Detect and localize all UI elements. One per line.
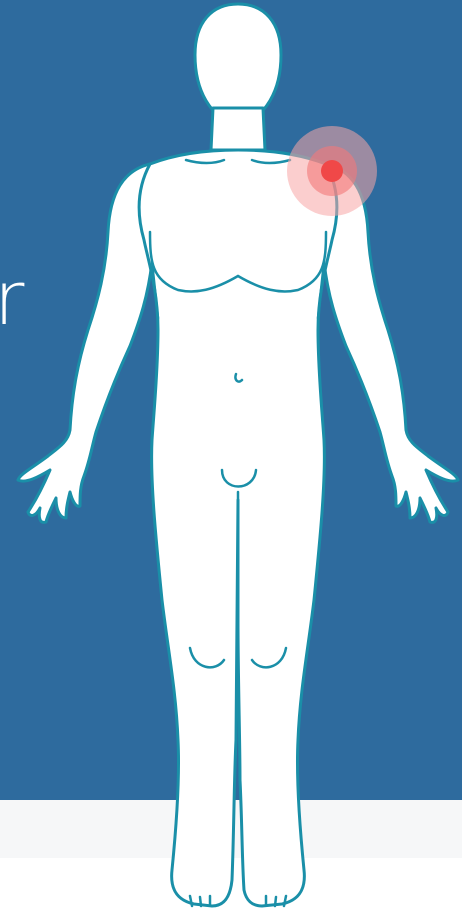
left-arm-shape — [18, 164, 152, 522]
pain-marker-icon — [287, 126, 377, 216]
neck-shape — [211, 108, 265, 150]
right-arm-shape — [324, 164, 458, 522]
